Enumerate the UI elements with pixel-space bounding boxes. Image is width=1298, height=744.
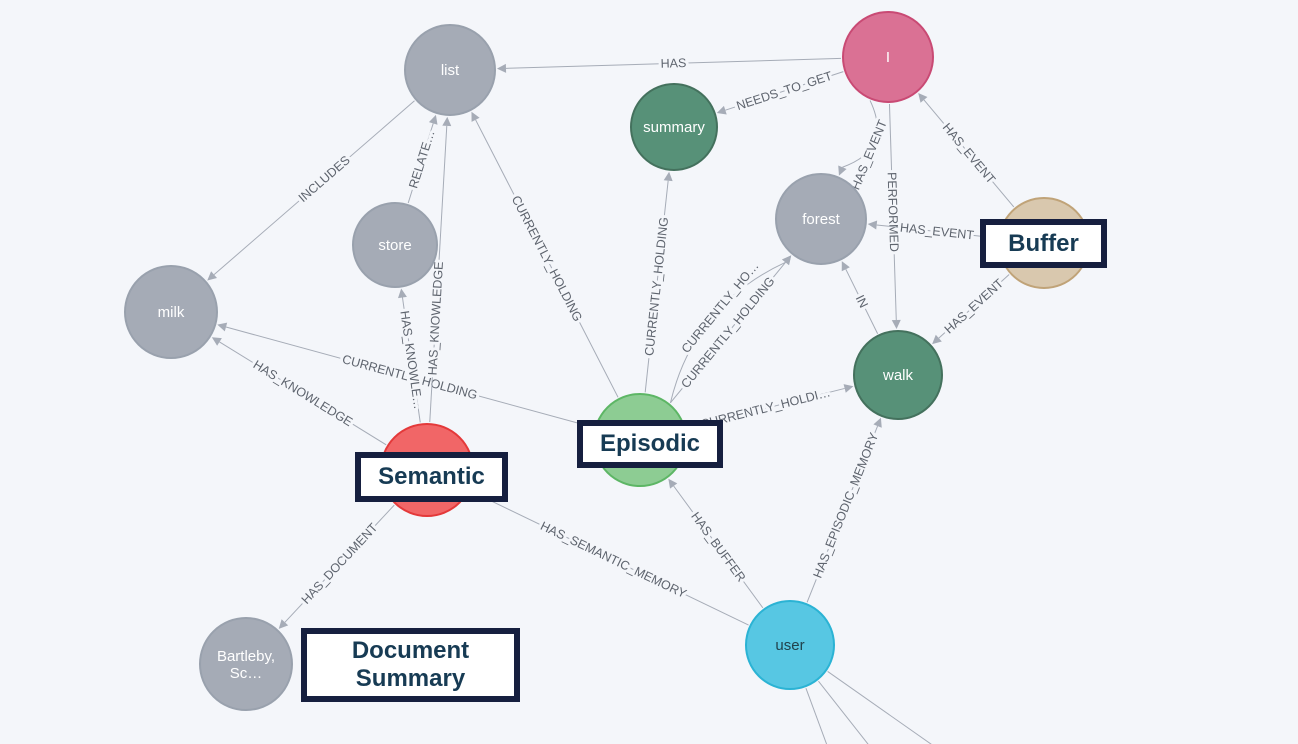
arrowhead-icon bbox=[716, 105, 727, 115]
arrowhead-icon bbox=[663, 171, 673, 182]
edge-label: PERFORMED bbox=[885, 172, 902, 252]
arrowhead-icon bbox=[838, 165, 847, 176]
arrowhead-icon bbox=[918, 93, 928, 103]
edge-label: CURRENTLY_HOLDI… bbox=[699, 385, 832, 431]
node-bartleby[interactable]: Bartleby,Sc… bbox=[199, 617, 293, 711]
edge-has_episodic_memory[interactable]: HAS_EPISODIC_MEMORY bbox=[806, 417, 884, 603]
edge-has_event[interactable]: HAS_EVENT bbox=[838, 100, 893, 195]
edge-label: HAS_KNOWLEDGE bbox=[251, 357, 355, 429]
node-episodic[interactable]: Episodic bbox=[593, 393, 687, 487]
edge-label: INCLUDES bbox=[296, 153, 353, 205]
arrowhead-icon bbox=[891, 319, 901, 330]
edge-relate…[interactable]: RELATE… bbox=[403, 114, 441, 204]
node-summary[interactable]: summary bbox=[630, 83, 718, 171]
edge-label: HAS_KNOWLE… bbox=[397, 310, 425, 410]
arrowhead-icon bbox=[843, 384, 854, 393]
arrowhead-icon bbox=[782, 255, 792, 266]
arrowhead-icon bbox=[841, 261, 850, 272]
edge-label: RELATE… bbox=[406, 128, 437, 190]
arrowhead-icon bbox=[428, 114, 438, 125]
edge-label: HAS_EVENT bbox=[899, 221, 975, 243]
edge-label: HAS_EVENT bbox=[940, 120, 999, 186]
edge-label: HAS_EVENT bbox=[848, 118, 889, 192]
node-walk[interactable]: walk bbox=[853, 330, 943, 420]
node-semantic[interactable]: Semantic bbox=[380, 423, 474, 517]
arrowhead-icon bbox=[207, 271, 218, 281]
arrowhead-icon bbox=[398, 288, 407, 299]
edge-link[interactable] bbox=[827, 671, 948, 744]
arrowhead-icon bbox=[496, 63, 507, 73]
node-store[interactable]: store bbox=[352, 202, 438, 288]
edge-label: HAS_DOCUMENT bbox=[299, 520, 381, 606]
edge-has_document[interactable]: HAS_DOCUMENT bbox=[278, 504, 395, 629]
edge-label: HAS bbox=[660, 56, 686, 71]
edge-has_knowledge[interactable]: HAS_KNOWLEDGE bbox=[211, 337, 387, 446]
edge-in[interactable]: IN bbox=[841, 261, 879, 334]
edge-label: HAS_EVENT bbox=[942, 276, 1007, 336]
node-buffer[interactable]: Buffer bbox=[998, 197, 1090, 289]
edge-currently_holding[interactable]: CURRENTLY_HOLDING bbox=[471, 111, 619, 398]
arrowhead-icon bbox=[668, 478, 678, 489]
node-forest[interactable]: forest bbox=[775, 173, 867, 265]
node-list[interactable]: list bbox=[404, 24, 496, 116]
arrowhead-icon bbox=[278, 619, 289, 629]
edge-has_knowle…[interactable]: HAS_KNOWLE… bbox=[394, 288, 428, 423]
arrowhead-icon bbox=[932, 334, 942, 345]
edge-link[interactable] bbox=[805, 687, 838, 744]
edge-currently_holdi…[interactable]: CURRENTLY_HOLDI… bbox=[686, 382, 854, 434]
node-i[interactable]: I bbox=[842, 11, 934, 103]
edge-link[interactable] bbox=[818, 680, 890, 744]
edge-has_event[interactable]: HAS_EVENT bbox=[932, 273, 1009, 345]
edge-label: NEEDS_TO_GET bbox=[735, 69, 835, 113]
node-user[interactable]: user bbox=[745, 600, 835, 690]
edge-label: HAS_SEMANTIC_MEMORY bbox=[538, 519, 689, 601]
node-milk[interactable]: milk bbox=[124, 265, 218, 359]
arrowhead-icon bbox=[471, 111, 480, 122]
edge-has_semantic_memory[interactable]: HAS_SEMANTIC_MEMORY bbox=[470, 490, 749, 626]
edge-currently_holding[interactable]: CURRENTLY_HOLDING bbox=[670, 255, 792, 404]
arrowhead-icon bbox=[873, 417, 882, 428]
arrowhead-icon bbox=[867, 220, 878, 230]
arrowhead-icon bbox=[442, 116, 452, 127]
edge-performed[interactable]: PERFORMED bbox=[882, 103, 904, 330]
edge-needs_to_get[interactable]: NEEDS_TO_GET bbox=[716, 66, 844, 116]
edge-label: HAS_EPISODIC_MEMORY bbox=[811, 430, 882, 580]
edge-label: CURRENTLY_HOLDING bbox=[509, 193, 585, 323]
edge-currently_holding[interactable]: CURRENTLY_HOLDING bbox=[639, 171, 674, 393]
edge-label: CURRENTLY_HOLDING bbox=[642, 216, 671, 356]
arrowhead-icon bbox=[211, 337, 222, 346]
edge-label: HAS_BUFFER bbox=[688, 509, 748, 584]
arrowhead-icon bbox=[217, 322, 228, 332]
edge-has[interactable]: HAS bbox=[496, 53, 842, 74]
edge-label: HAS_KNOWLEDGE bbox=[425, 261, 446, 376]
edge-has_event[interactable]: HAS_EVENT bbox=[918, 93, 1015, 208]
edge-label: IN bbox=[853, 293, 871, 310]
